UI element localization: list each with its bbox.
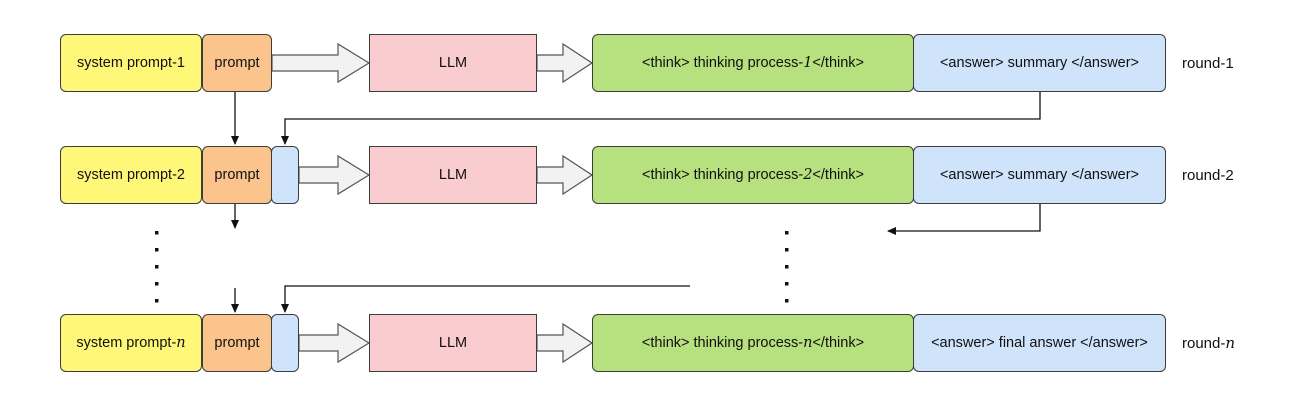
llm-box-1: LLM (369, 34, 537, 92)
prompt-box-1: prompt (202, 34, 272, 92)
round-label-1: round-1 (1182, 34, 1234, 92)
prompt-box-2: prompt (202, 146, 272, 204)
system-prompt-box-n: system prompt-n (60, 314, 202, 372)
arrow-summary-1-feedback (281, 92, 1041, 145)
summary-mini-box-2 (271, 146, 299, 204)
block-arrow-llm-to-think-n (536, 322, 594, 364)
arrow-summary-2-feedback (887, 204, 1041, 235)
think-index-2: 2 (803, 167, 813, 183)
system-prompt-box-1: system prompt-1 (60, 34, 202, 92)
system-prompt-label-n: system prompt- (76, 335, 177, 351)
thinking-box-2: <think> thinking process-2 </think> (592, 146, 914, 204)
think-index-n: n (803, 335, 813, 351)
llm-label-n: LLM (438, 335, 468, 351)
think-close-n: </think> (812, 335, 865, 351)
system-prompt-box-2: system prompt-2 (60, 146, 202, 204)
round-index-1: 1 (1225, 54, 1234, 72)
block-arrow-llm-to-think-1 (536, 42, 594, 84)
round-label-2: round-2 (1182, 146, 1234, 204)
prompt-label-1: prompt (214, 55, 260, 71)
round-prefix-1: round- (1182, 54, 1226, 72)
think-open-2: <think> thinking process- (641, 167, 804, 183)
prompt-label-n: prompt (214, 335, 260, 351)
round-prefix-2: round- (1182, 166, 1226, 184)
answer-label-1: <answer> summary </answer> (939, 55, 1140, 71)
think-index-1: 1 (803, 55, 813, 71)
ellipsis-middle (785, 231, 789, 303)
answer-box-2: <answer> summary </answer> (913, 146, 1166, 204)
thinking-box-1: <think> thinking process-1 </think> (592, 34, 914, 92)
llm-box-2: LLM (369, 146, 537, 204)
system-prompt-index-n: n (176, 335, 186, 351)
block-arrow-prompt-to-llm-n (298, 322, 371, 364)
llm-box-n: LLM (369, 314, 537, 372)
block-arrow-prompt-to-llm-2 (298, 154, 371, 196)
answer-box-n: <answer> final answer </answer> (913, 314, 1166, 372)
ellipsis-left (155, 231, 159, 303)
think-close-1: </think> (812, 55, 865, 71)
llm-label-1: LLM (438, 55, 468, 71)
think-open-1: <think> thinking process- (641, 55, 804, 71)
answer-label-n: <answer> final answer </answer> (931, 335, 1148, 351)
arrow-into-mini-n (281, 285, 690, 313)
llm-label-2: LLM (438, 167, 468, 183)
round-label-n: round-n (1182, 314, 1235, 372)
system-prompt-label-1: system prompt-1 (77, 55, 185, 71)
block-arrow-prompt-to-llm-1 (271, 42, 371, 84)
round-index-n: n (1225, 334, 1236, 352)
summary-mini-box-n (271, 314, 299, 372)
thinking-box-n: <think> thinking process-n </think> (592, 314, 914, 372)
answer-box-1: <answer> summary </answer> (913, 34, 1166, 92)
round-prefix-n: round- (1182, 334, 1226, 352)
think-open-n: <think> thinking process- (641, 335, 804, 351)
answer-label-2: <answer> summary </answer> (939, 167, 1140, 183)
system-prompt-label-2: system prompt-2 (77, 167, 185, 183)
round-index-2: 2 (1225, 166, 1234, 184)
think-close-2: </think> (812, 167, 865, 183)
block-arrow-llm-to-think-2 (536, 154, 594, 196)
prompt-label-2: prompt (214, 167, 260, 183)
prompt-box-n: prompt (202, 314, 272, 372)
